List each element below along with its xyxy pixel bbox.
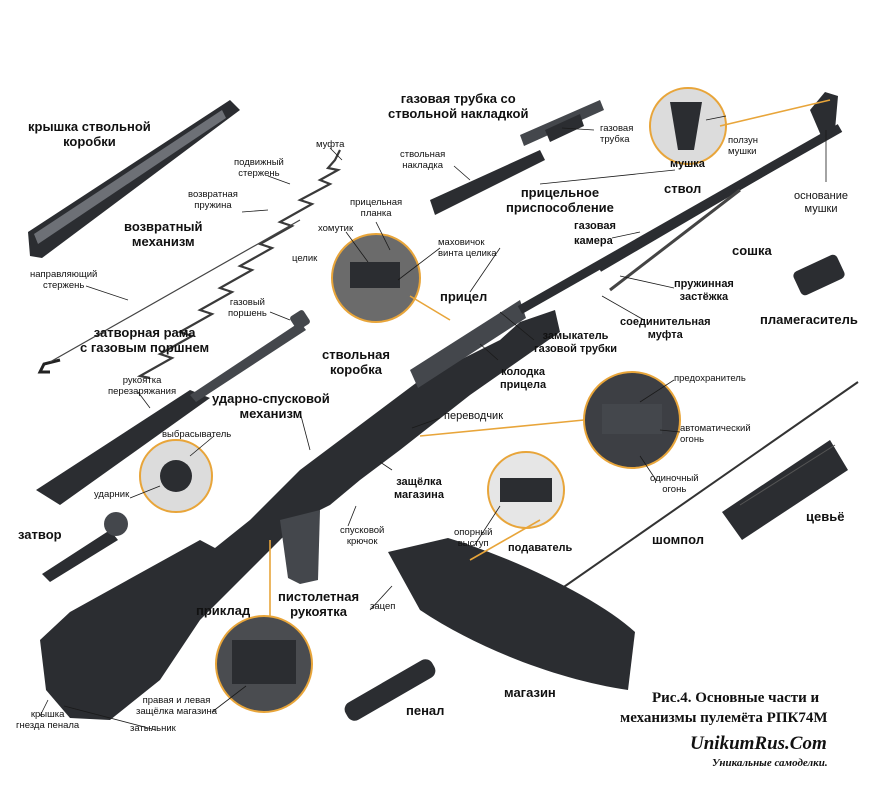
callout-sight	[331, 233, 421, 323]
label-pistol-grip: пистолетная рукоятка	[278, 589, 360, 619]
label-front-sight-slider: ползун мушки	[728, 135, 759, 157]
label-selector: переводчик	[444, 410, 504, 422]
bolt-part	[42, 512, 128, 582]
label-hook: зацеп	[370, 601, 396, 612]
site-tagline: Уникальные самоделки.	[712, 757, 828, 769]
label-oiler: пенал	[406, 703, 445, 718]
label-bolt-carrier: затворная рама с газовым поршнем	[80, 325, 210, 355]
label-sight-leaf: прицельная планка	[350, 197, 403, 219]
cleaning-rod-part	[547, 381, 859, 599]
magazine-part	[388, 538, 635, 690]
figure-caption-line2: механизмы пулемёта РПК74М	[620, 710, 828, 726]
label-auto-fire: автоматический огонь	[680, 423, 751, 445]
label-extractor: выбрасыватель	[162, 429, 232, 440]
callout-ejector	[139, 439, 213, 513]
bolt-carrier-part	[36, 310, 310, 505]
label-sight-assembly: прицельное приспособление	[506, 185, 614, 215]
label-magazine-catch: защёлка магазина	[394, 476, 444, 501]
label-cleaning-rod: шомпол	[652, 532, 704, 547]
label-follower: подаватель	[508, 542, 573, 554]
label-buttplate-cover: крышка гнезда пенала	[16, 709, 80, 731]
label-spring-clip: пружинная застёжка	[674, 278, 734, 303]
label-mag-latches: правая и левая защёлка магазина	[136, 695, 218, 717]
label-trigger-mechanism: ударно-спусковой механизм	[212, 391, 330, 421]
label-trigger: спусковой крючок	[340, 525, 385, 547]
flash-hider-part	[793, 254, 845, 296]
label-gas-tube-small: газовая трубка	[600, 123, 634, 145]
label-charging-handle: рукоятка перезаряжания	[108, 375, 177, 397]
label-sight: прицел	[440, 289, 488, 304]
label-buttplate: затыльник	[130, 723, 176, 734]
label-barrel-guard: ствольная накладка	[400, 149, 446, 171]
label-flash-hider: пламегаситель	[760, 312, 858, 327]
label-guide-rod: направляющий стержень	[30, 269, 98, 291]
receiver-cover-part	[28, 100, 240, 258]
label-magazine: магазин	[504, 685, 556, 700]
label-barrel: ствол	[664, 181, 702, 196]
label-coupling-spring: муфта	[316, 139, 345, 150]
label-rear-sight: целик	[292, 253, 318, 264]
label-firing-pin: ударник	[94, 489, 130, 500]
label-gas-tube-lock: замыкатель газовой трубки	[534, 330, 618, 355]
label-safety: предохранитель	[674, 373, 746, 384]
oiler-part	[344, 659, 436, 721]
callout-selector	[583, 371, 681, 469]
label-single-fire: одиночный огонь	[650, 473, 699, 495]
label-sight-block: колодка прицела	[500, 366, 547, 391]
callout-latch	[215, 615, 313, 713]
label-windage-knob: маховичок винта целика	[438, 237, 497, 259]
label-front-sight-base: основание мушки	[794, 190, 848, 215]
label-movable-rod: подвижный стержень	[234, 157, 284, 179]
handguard-part	[722, 440, 848, 540]
return-spring-part	[37, 149, 342, 380]
label-connecting-coupling: соединительная муфта	[620, 316, 711, 341]
label-bipod: сошка	[732, 243, 772, 258]
label-gas-piston: газовый поршень	[228, 297, 267, 319]
callout-front-sight	[649, 87, 727, 165]
label-return-mechanism: возвратный механизм	[124, 219, 203, 249]
label-front-sight: мушка	[670, 158, 705, 170]
label-stock: приклад	[196, 603, 251, 618]
label-receiver-cover: крышка ствольной коробки	[28, 119, 151, 149]
label-gas-tube: газовая трубка со ствольной накладкой	[388, 91, 529, 121]
label-return-spring: возвратная пружина	[188, 189, 238, 211]
callout-follower	[487, 451, 565, 529]
label-receiver: ствольная коробка	[322, 347, 390, 377]
figure-caption-line1: Рис.4. Основные части и	[652, 690, 820, 706]
rifle-body-part	[40, 92, 843, 720]
label-gas-chamber: газовая камера	[574, 220, 616, 247]
label-handguard: цевьё	[806, 509, 845, 524]
label-clamp: хомутик	[318, 223, 354, 234]
label-support-lug: опорный выступ	[454, 527, 493, 549]
site-watermark: UnikumRus.Com	[690, 733, 827, 754]
label-bolt: затвор	[18, 527, 62, 542]
